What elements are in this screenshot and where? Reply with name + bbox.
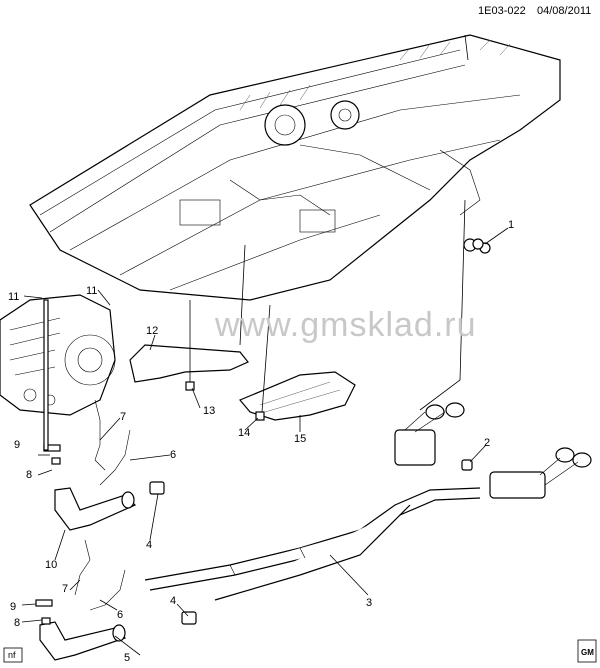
nut-8-upper [51,457,61,465]
exhaust-pipe-assembly-3 [144,487,481,601]
callout-4-lower: 4 [170,595,176,607]
diagram-date: 04/08/2011 [537,5,591,17]
callout-5: 5 [124,652,130,664]
muffler-right [489,447,592,499]
gm-logo: GM [577,639,597,663]
callout-9-upper: 9 [14,439,20,451]
nut-13 [185,381,195,391]
catalytic-converter-upper [54,487,137,531]
oxygen-sensor-wire-lower-2 [89,569,126,611]
muffler-left [394,402,465,466]
callout-1: 1 [508,219,514,231]
oxygen-sensor-wire-upper-2 [99,429,131,486]
callout-6-upper: 6 [170,449,176,461]
leader-lines [21,34,509,656]
svg-text:GM: GM [581,648,594,657]
callout-11-right: 11 [86,285,97,297]
callout-7-lower: 7 [62,583,68,595]
callout-4-upper: 4 [146,539,152,551]
nut-8-lower [41,617,51,625]
callout-11-left: 11 [8,291,19,303]
callout-7-upper: 7 [120,411,126,423]
clamp-4-lower [181,611,197,625]
hanger-2 [461,459,473,471]
vehicle-underbody [29,34,561,301]
stud-11 [43,299,49,451]
callout-14: 14 [238,427,250,439]
nut-14 [255,411,265,421]
callout-15: 15 [294,433,306,445]
oxygen-sensor-wire-lower [74,539,91,596]
oxygen-sensor-wire-upper [94,399,106,471]
heat-shield-12 [129,344,249,383]
callout-9-lower: 9 [10,601,16,613]
callout-2: 2 [484,437,490,449]
engine-block [0,294,116,416]
nf-badge-frame [3,647,23,663]
callout-6-lower: 6 [117,609,123,621]
callout-3: 3 [366,597,372,609]
callout-8-lower: 8 [14,617,20,629]
diagram-code: 1E03-022 [478,5,526,17]
gasket-9-lower [35,599,53,607]
callout-13: 13 [203,405,215,417]
nf-badge: nf [8,650,16,660]
catalytic-converter-lower [39,621,127,661]
clamp-4-upper [149,481,165,495]
insulator-1 [472,238,484,250]
callout-12: 12 [146,325,158,337]
watermark: www.gmsklad.ru [214,306,477,344]
callout-10: 10 [45,559,57,571]
callout-8-upper: 8 [26,469,32,481]
